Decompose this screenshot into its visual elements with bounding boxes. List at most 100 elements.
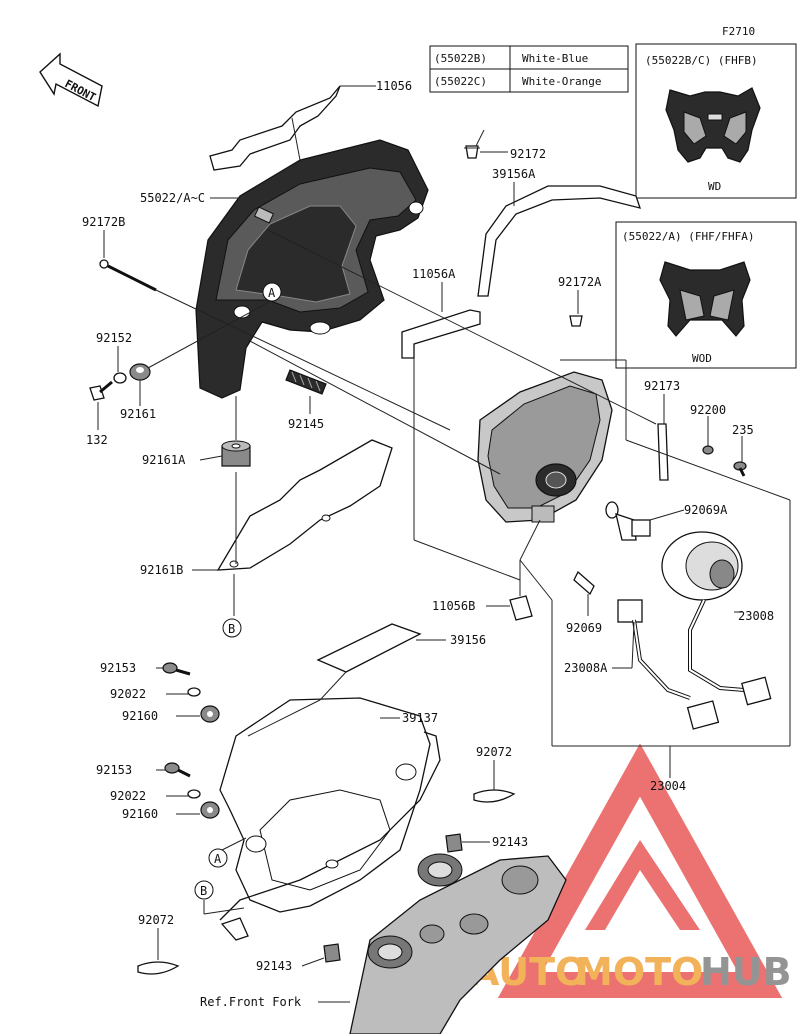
nut-92200-icon (702, 445, 714, 455)
callout-39156: 39156 (450, 633, 486, 647)
callout-ref-front-fork: Ref.Front Fork (200, 995, 302, 1009)
grommet-92160-lower-icon (200, 801, 220, 819)
washer-92022-upper-icon (187, 687, 201, 697)
callout-235: 235 (732, 423, 754, 437)
color-code-2: (55022C) (434, 75, 487, 88)
color-name-1: White-Blue (522, 52, 588, 65)
ref-marker-b-upper: B (222, 618, 242, 638)
screw-92172-icon (464, 145, 480, 159)
collar-92143-lower-icon (323, 943, 341, 963)
socket-cover-23008-part (661, 531, 743, 601)
callout-39137: 39137 (402, 711, 438, 725)
callout-92161: 92161 (120, 407, 156, 421)
bolt-92172b-icon (99, 259, 157, 292)
svg-text:A: A (214, 852, 222, 866)
callout-92143-lower: 92143 (256, 959, 292, 973)
deflector-part (209, 85, 341, 171)
callout-11056: 11056 (376, 79, 412, 93)
color-code-table: (55022B) White-Blue (55022C) White-Orang… (429, 45, 629, 93)
grommet-92161a-icon (221, 440, 251, 467)
headlight-cowl-part (195, 139, 429, 399)
callout-92173: 92173 (644, 379, 680, 393)
bolt-132-icon (89, 380, 113, 401)
svg-text:B: B (200, 884, 207, 898)
bolt-92153-upper-icon (162, 662, 191, 676)
connector-23008-icon (741, 676, 772, 706)
sticker-39156-part (316, 623, 422, 673)
inset-wd: (55022B/C) (FHFB) WD (635, 43, 797, 199)
color-code-1: (55022B) (434, 52, 487, 65)
callout-23008a: 23008A (564, 661, 608, 675)
washer-92152-icon (113, 372, 127, 384)
callout-92153-upper: 92153 (100, 661, 136, 675)
callout-11056b: 11056B (432, 599, 475, 613)
callout-92069a: 92069A (684, 503, 728, 517)
front-fork-ref-part (349, 853, 567, 1034)
spring-92145-icon (285, 369, 327, 395)
callout-92022-lower: 92022 (110, 789, 146, 803)
bolt-92153-lower-icon (164, 762, 191, 778)
watermark-m-icon (585, 840, 700, 930)
svg-text:A: A (268, 286, 276, 300)
cowl-without-deflector-icon (659, 261, 751, 337)
ref-marker-b-lower: B (194, 880, 214, 900)
ref-marker-a-upper: A (262, 282, 282, 302)
callout-92072-right: 92072 (476, 745, 512, 759)
callout-92143-right: 92143 (492, 835, 528, 849)
callout-39156a: 39156A (492, 167, 536, 181)
bracket-11056a-part (401, 309, 481, 359)
watermark-text-hub: HUB (700, 950, 792, 994)
leader-lines (97, 85, 791, 1003)
screw-92172a-icon (569, 315, 583, 327)
ref-marker-a-lower: A (208, 848, 228, 868)
clip-11056b-part (509, 595, 533, 621)
callout-labels: 11056 92172 39156A 55022/A~C 92172B 1105… (82, 79, 774, 1009)
watermark-triangle-icon (497, 743, 783, 998)
callout-92172b: 92172B (82, 215, 125, 229)
collar-92143-right-icon (445, 833, 463, 853)
callout-23008: 23008 (738, 609, 774, 623)
washer-92022-lower-icon (187, 789, 201, 799)
front-arrow-icon: FRONT (39, 52, 103, 108)
grommet-92161-icon (129, 363, 151, 381)
callout-92200: 92200 (690, 403, 726, 417)
band-92072-left-icon (137, 961, 180, 975)
callout-132: 132 (86, 433, 108, 447)
callout-11056a: 11056A (412, 267, 456, 281)
svg-text:B: B (228, 622, 235, 636)
callout-92145: 92145 (288, 417, 324, 431)
callout-92160-lower: 92160 (122, 807, 158, 821)
adjuster-92173-part (657, 423, 669, 481)
callout-92160-upper: 92160 (122, 709, 158, 723)
callout-92161b: 92161B (140, 563, 183, 577)
callout-92072-left: 92072 (138, 913, 174, 927)
inset-wod-caption: WOD (692, 352, 712, 365)
callout-92022-upper: 92022 (110, 687, 146, 701)
watermark-logo: AUTO MOTO HUB (470, 743, 792, 998)
color-name-2: White-Orange (522, 75, 601, 88)
socket-23008a-part (617, 599, 720, 730)
figure-code: F2710 (722, 25, 755, 38)
inset-wod-title: (55022/A) (FHF/FHFA) (622, 230, 754, 243)
band-92072-right-icon (473, 789, 516, 803)
plate-92161b-part (216, 439, 393, 571)
cowl-with-deflector-icon (665, 87, 761, 163)
inset-wd-title: (55022B/C) (FHFB) (645, 54, 758, 67)
callout-92172a: 92172A (558, 275, 602, 289)
callout-92153-lower: 92153 (96, 763, 132, 777)
callout-92172: 92172 (510, 147, 546, 161)
headlight-stay-39137-part (219, 697, 441, 941)
callout-23004: 23004 (650, 779, 686, 793)
callout-92069: 92069 (566, 621, 602, 635)
bulb-92069a-icon (605, 501, 651, 541)
callout-55022: 55022/A~C (140, 191, 205, 205)
trim-strip-part (477, 185, 641, 297)
callout-92161a: 92161A (142, 453, 186, 467)
screw-235-icon (733, 461, 747, 477)
watermark-text-moto: MOTO (575, 950, 703, 994)
grommet-92160-upper-icon (200, 705, 220, 723)
inset-wd-caption: WD (708, 180, 721, 193)
inset-wod: (55022/A) (FHF/FHFA) WOD (615, 221, 797, 369)
callout-92152: 92152 (96, 331, 132, 345)
